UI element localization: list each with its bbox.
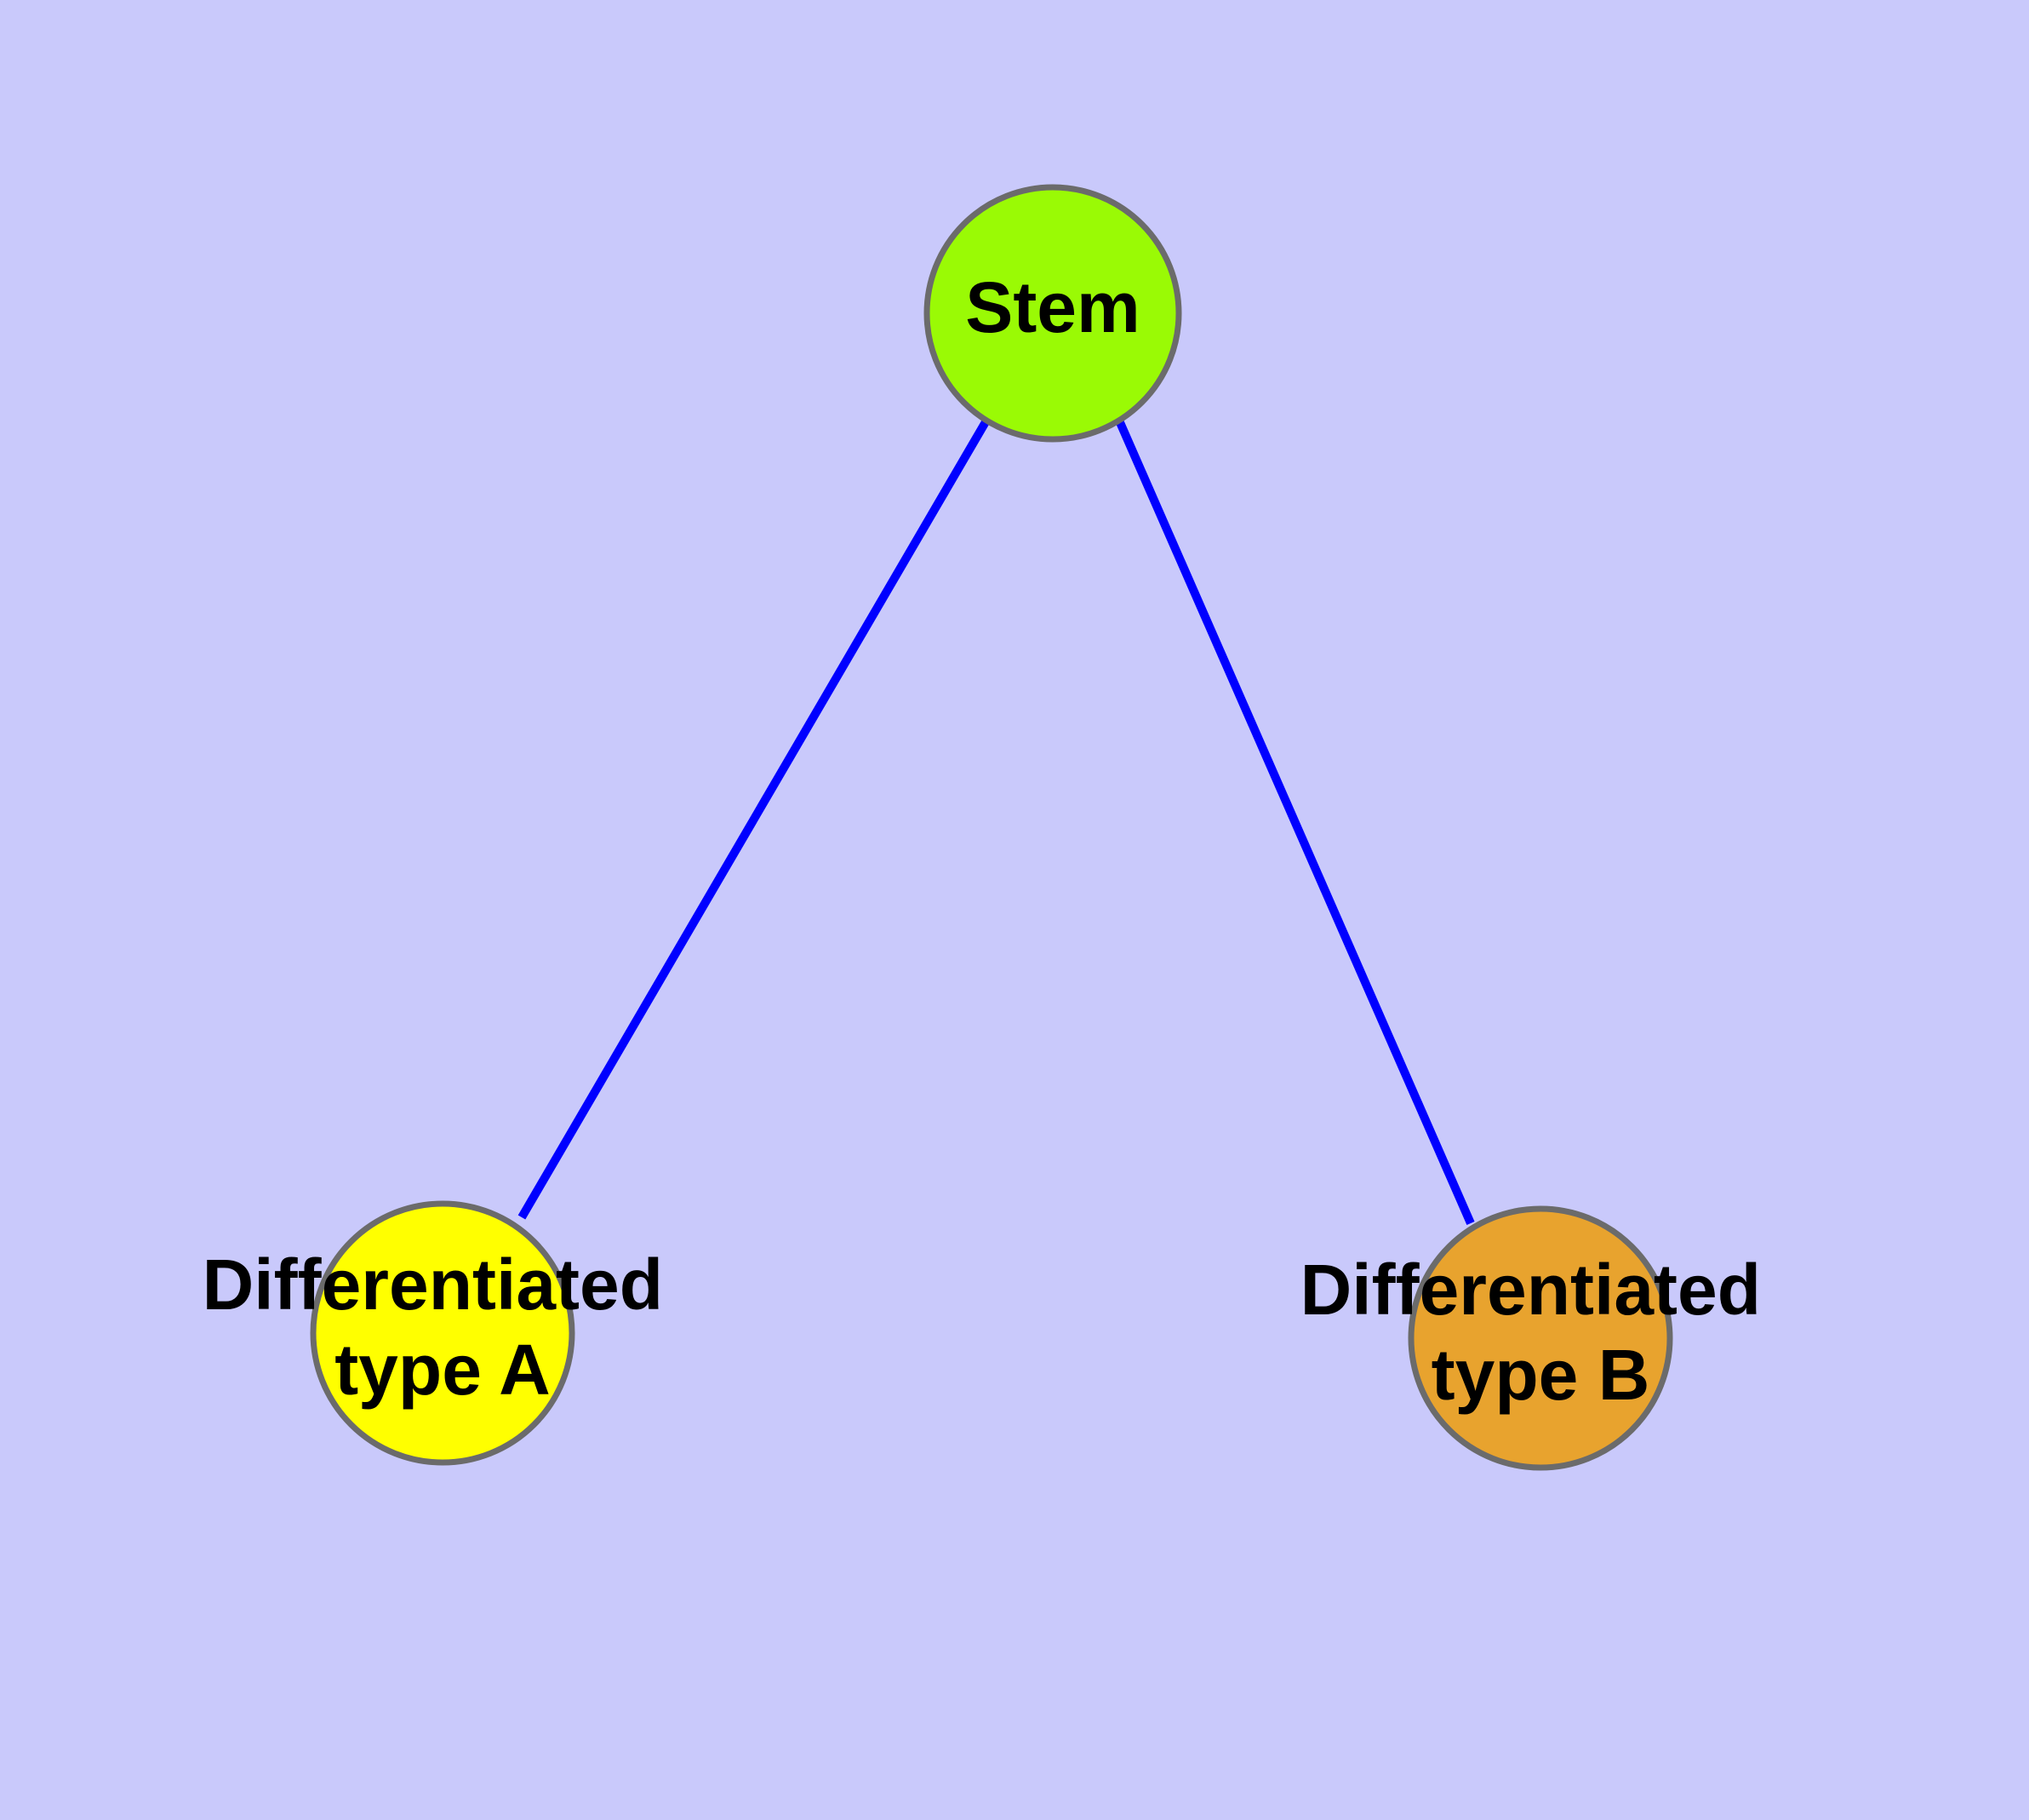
edge-stem-to-differentiated-a xyxy=(517,418,991,1220)
edge-layer xyxy=(517,418,1475,1226)
node-differentiated-type-a-label-line-1: Differentiated xyxy=(203,1245,663,1325)
node-stem[interactable]: Stem xyxy=(923,184,1182,443)
node-differentiated-type-b-circle[interactable] xyxy=(1408,1205,1673,1471)
node-layer: Stem Differentiated type A Differentiate… xyxy=(203,184,1781,1471)
node-differentiated-type-a-label-line-2: type A xyxy=(334,1330,551,1410)
node-stem-label-line-1: Stem xyxy=(965,267,1140,347)
node-differentiated-type-b-label-line-1: Differentiated xyxy=(1300,1250,1761,1330)
node-differentiated-type-b-label-line-2: type B xyxy=(1432,1335,1650,1415)
edge-stem-to-differentiated-b xyxy=(1115,418,1475,1226)
node-stem-circle[interactable] xyxy=(923,184,1182,443)
node-differentiated-type-b[interactable]: Differentiated type B xyxy=(1300,1205,1781,1471)
node-differentiated-type-a-circle[interactable] xyxy=(310,1200,575,1466)
node-stem-label: Stem xyxy=(965,267,1140,347)
node-differentiated-type-a-label: Differentiated type A xyxy=(203,1245,683,1410)
node-differentiated-type-b-label: Differentiated type B xyxy=(1300,1250,1781,1415)
node-differentiated-type-a[interactable]: Differentiated type A xyxy=(203,1200,683,1466)
